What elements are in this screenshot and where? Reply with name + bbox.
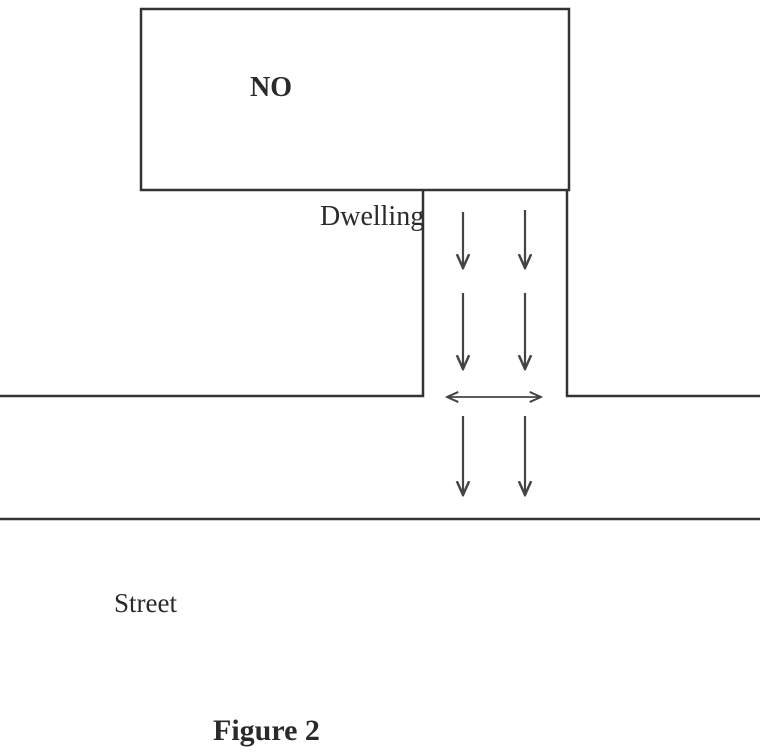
left-lot-boundary [0, 190, 425, 398]
right-lot-boundary [565, 190, 760, 398]
dwelling-label: Dwelling [320, 201, 425, 232]
street-label: Street [114, 588, 177, 618]
dwelling-outline [139, 7, 571, 192]
figure-caption: Figure 2 [213, 714, 320, 747]
no-label: NO [250, 72, 292, 103]
